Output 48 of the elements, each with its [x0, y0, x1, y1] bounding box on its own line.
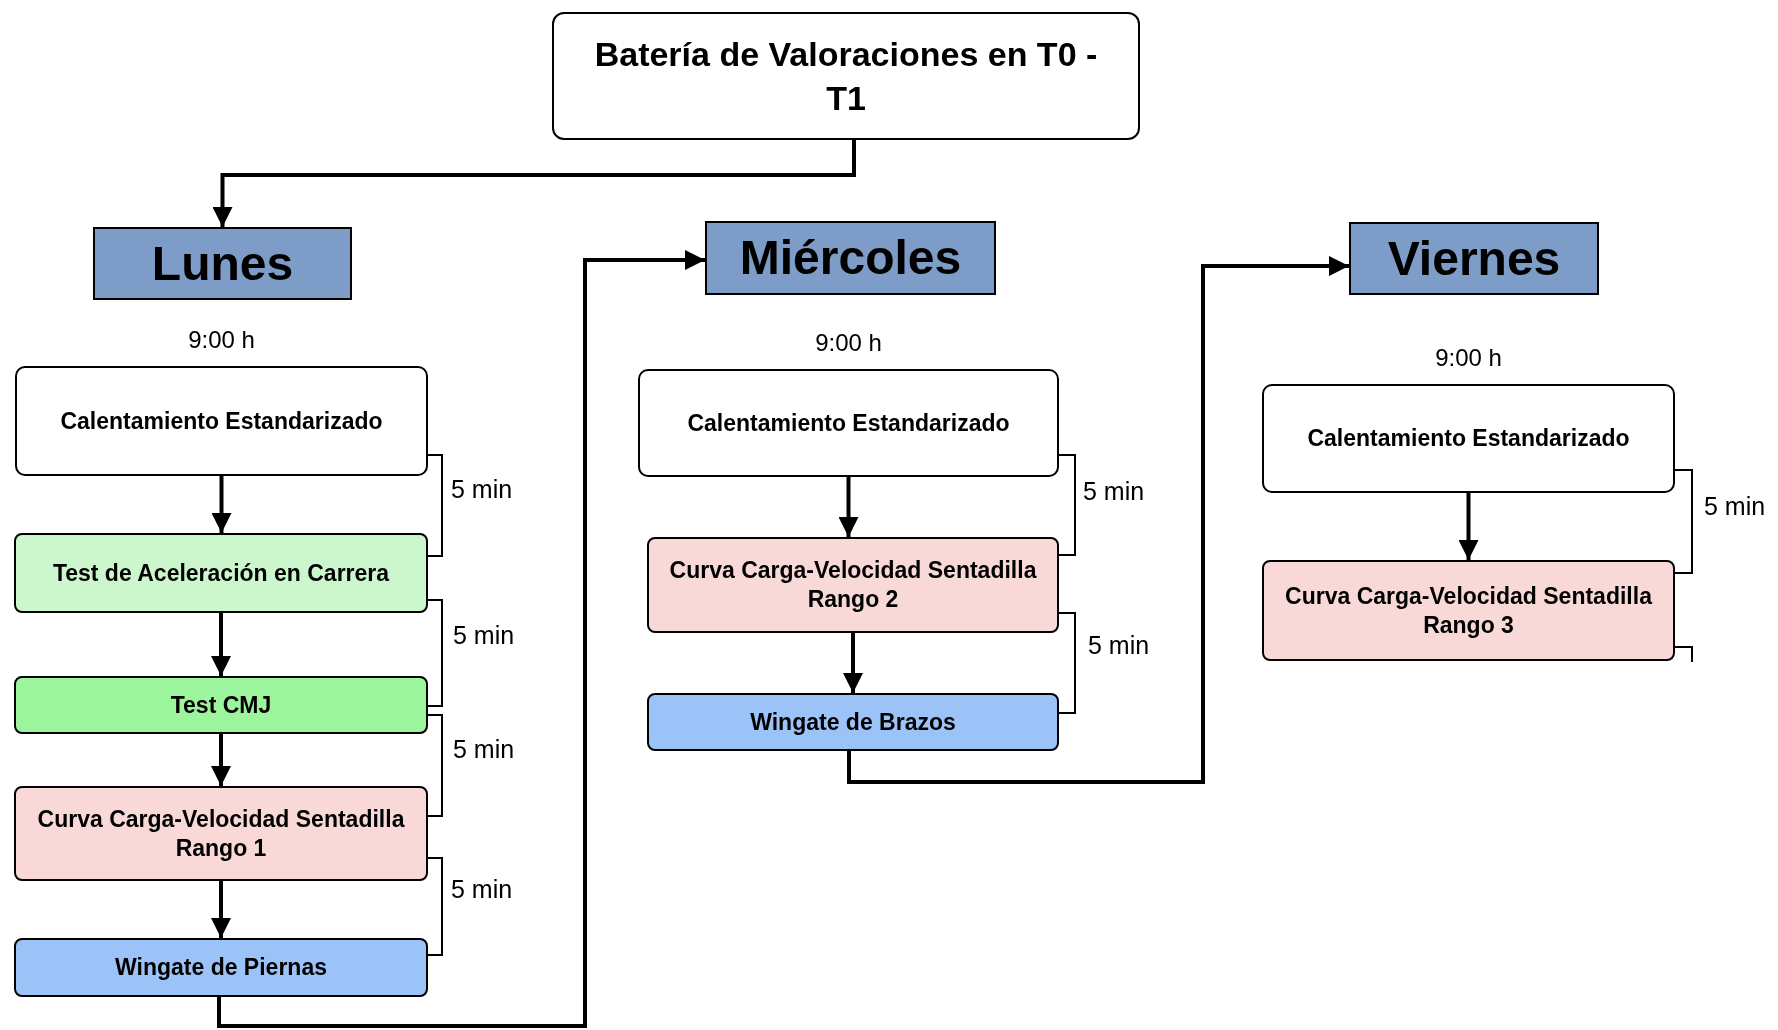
- process-box: [14, 938, 428, 997]
- box-label: Miércoles: [739, 230, 962, 286]
- duration-label: 5 min: [1083, 477, 1145, 506]
- box-label: Wingate de Brazos: [750, 707, 956, 737]
- arrow: [211, 881, 231, 938]
- duration-label: 5 min: [1088, 631, 1150, 660]
- box-label: Lunes: [151, 235, 294, 292]
- box-label: Calentamiento Estandarizado: [1307, 424, 1630, 453]
- box-label: Batería de Valoraciones en T0 - T1: [593, 33, 1099, 119]
- box-label: Calentamiento Estandarizado: [60, 406, 383, 436]
- arrow: [211, 476, 232, 533]
- process-box: [14, 786, 428, 881]
- duration-label: 5 min: [451, 475, 513, 504]
- box-label: Curva Carga-Velocidad Sentadilla Rango 3: [1284, 581, 1653, 640]
- arrow: [847, 256, 1349, 784]
- process-box: [647, 537, 1059, 633]
- arrow: [212, 140, 856, 227]
- duration-label: 5 min: [1704, 492, 1766, 521]
- box-label: Curva Carga-Velocidad Sentadilla Rango 2: [669, 556, 1037, 614]
- time-label: 9:00 h: [187, 326, 256, 354]
- process-box: [14, 533, 428, 613]
- duration-label: 5 min: [451, 875, 513, 904]
- duration-label: 5 min: [453, 735, 515, 764]
- process-box: [1262, 384, 1675, 493]
- duration-label: 5 min: [453, 621, 515, 650]
- time-label: 9:00 h: [814, 329, 883, 357]
- day-header: [1349, 222, 1599, 295]
- box-label: Viernes: [1387, 230, 1561, 287]
- box-label: Wingate de Piernas: [115, 953, 327, 982]
- day-header: [93, 227, 352, 300]
- box-label: Curva Carga-Velocidad Sentadilla Rango 1: [36, 804, 406, 863]
- arrow: [1458, 493, 1479, 560]
- day-header: [705, 221, 996, 295]
- process-box: [638, 369, 1059, 477]
- process-box: [647, 693, 1059, 751]
- time-label: 9:00 h: [1434, 344, 1503, 372]
- arrow: [843, 633, 863, 693]
- box-label: Test de Aceleración en Carrera: [52, 558, 390, 588]
- arrow: [838, 477, 859, 537]
- process-box: [1262, 560, 1675, 661]
- box-label: Test CMJ: [170, 690, 272, 720]
- title-box: [552, 12, 1140, 140]
- arrow: [217, 250, 705, 1028]
- box-label: Calentamiento Estandarizado: [687, 408, 1010, 438]
- process-box: [15, 366, 428, 476]
- arrow: [211, 734, 231, 786]
- process-box: [14, 676, 428, 734]
- arrow: [211, 613, 231, 676]
